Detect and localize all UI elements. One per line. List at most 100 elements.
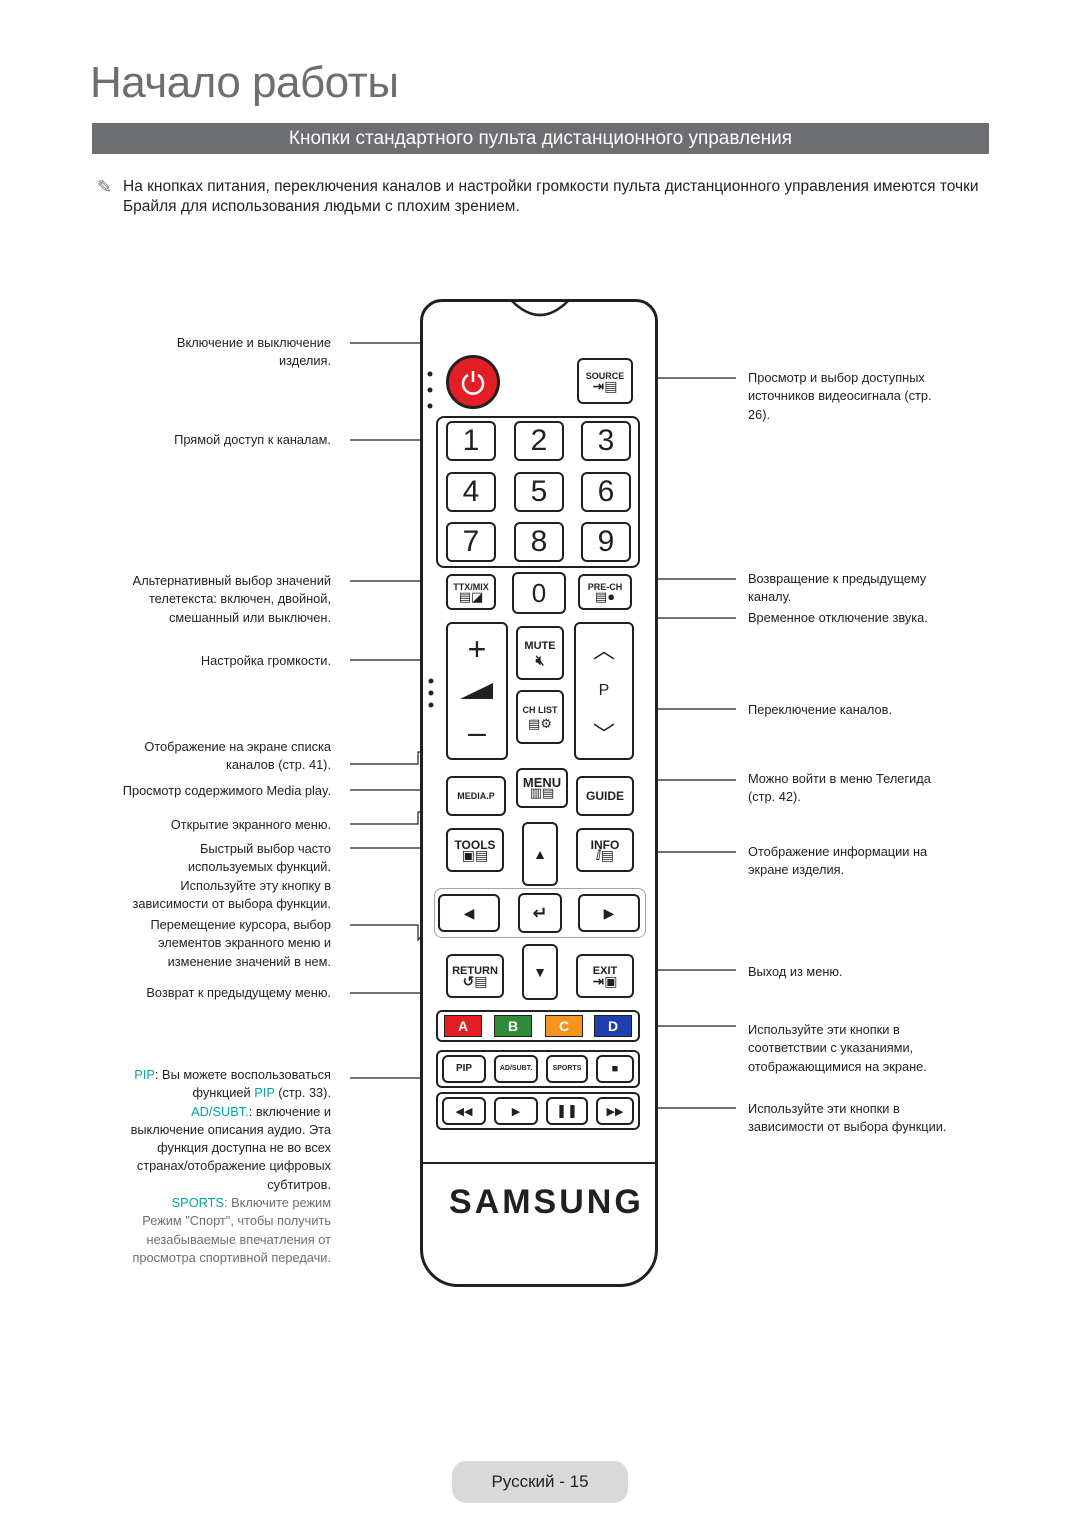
label-line: AD/SUBT.: включение и bbox=[81, 1103, 331, 1121]
label-line: Отображение на экране списка bbox=[144, 739, 331, 754]
label-line: Настройка громкости. bbox=[200, 653, 331, 668]
volume-level-icon bbox=[460, 683, 493, 699]
label-line: (стр. 42). bbox=[748, 789, 801, 805]
label-line: Переключение каналов. bbox=[748, 702, 893, 717]
digit-6-button[interactable]: 6 bbox=[581, 472, 631, 512]
label-line: Используйте эти кнопки в bbox=[748, 1022, 900, 1037]
left-arrow-icon: ◀ bbox=[463, 904, 475, 921]
ad-subt-button[interactable]: AD/SUBT. bbox=[494, 1055, 538, 1083]
pre-ch-button[interactable]: PRE-CH ▤● bbox=[578, 574, 632, 610]
label-line: изменение значений в нем. bbox=[167, 953, 331, 969]
stop-icon: ■ bbox=[611, 1063, 619, 1075]
digit-4-button[interactable]: 4 bbox=[446, 472, 496, 512]
stop-button[interactable]: ■ bbox=[596, 1055, 634, 1083]
digit-1-button[interactable]: 1 bbox=[446, 421, 496, 461]
mute-label: MUTE bbox=[524, 640, 556, 652]
channel-p-label: P bbox=[598, 681, 610, 699]
sports-button[interactable]: SPORTS bbox=[546, 1055, 588, 1083]
pip-term: PIP bbox=[254, 1085, 275, 1101]
rewind-icon: ◀◀ bbox=[455, 1105, 473, 1118]
power-icon bbox=[461, 371, 485, 395]
play-icon: ▶ bbox=[511, 1105, 521, 1118]
color-buttons-frame bbox=[436, 1010, 640, 1042]
source-button[interactable]: SOURCE ⇥▤ bbox=[577, 358, 633, 404]
ch-list-icon: ▤⚙ bbox=[528, 716, 552, 731]
label-line: странах/отображение цифровых bbox=[136, 1158, 331, 1174]
label-line: элементов экранного меню и bbox=[158, 935, 331, 951]
function-buttons-frame bbox=[436, 1050, 640, 1088]
digit-2-button[interactable]: 2 bbox=[514, 421, 564, 461]
label-line: смешанный или выключен. bbox=[169, 609, 331, 625]
enter-icon: ↵ bbox=[532, 902, 548, 923]
info-button[interactable]: INFO ⅈ▤ bbox=[576, 828, 634, 872]
digit-0-button[interactable]: 0 bbox=[512, 572, 566, 614]
label-line: Режим "Спорт", чтобы получить bbox=[142, 1213, 331, 1229]
fast-forward-button[interactable]: ▶▶ bbox=[596, 1097, 634, 1125]
ir-window bbox=[511, 300, 569, 317]
label-line: экране изделия. bbox=[748, 862, 845, 878]
label-line: PIP: Вы можете воспользоваться bbox=[81, 1066, 331, 1084]
label-line: зависимости от выбора функции. bbox=[748, 1119, 947, 1135]
digit-8-button[interactable]: 8 bbox=[514, 522, 564, 562]
menu-label: MENU bbox=[522, 775, 562, 790]
label-line: Можно войти в меню Телегида bbox=[748, 771, 931, 786]
play-button[interactable]: ▶ bbox=[494, 1097, 538, 1125]
label-numbers: Прямой доступ к каналам. bbox=[81, 431, 331, 449]
label-color: Используйте эти кнопки в соответствии с … bbox=[748, 1021, 1008, 1076]
pip-button[interactable]: PIP bbox=[442, 1055, 486, 1083]
label-line: незабываемые впечатления от bbox=[146, 1231, 331, 1247]
ttx-mix-button[interactable]: TTX/MIX ▤◪ bbox=[446, 574, 496, 610]
return-icon: ↺▤ bbox=[462, 973, 488, 989]
number-pad-frame bbox=[436, 416, 640, 568]
color-button-b[interactable]: B bbox=[494, 1015, 532, 1037]
channel-rocker[interactable]: ︿ P ﹀ bbox=[574, 622, 634, 760]
color-button-a[interactable]: A bbox=[444, 1015, 482, 1037]
label-line: Перемещение курсора, выбор bbox=[150, 917, 331, 932]
label-ttx: Альтернативный выбор значений телетекста… bbox=[81, 572, 331, 627]
guide-button[interactable]: GUIDE bbox=[576, 776, 634, 816]
label-text: : Включите режим bbox=[224, 1195, 331, 1211]
label-line: Выход из меню. bbox=[748, 964, 843, 979]
enter-button[interactable]: ↵ bbox=[518, 893, 562, 933]
color-button-c[interactable]: C bbox=[545, 1015, 583, 1037]
braille-dots-volume bbox=[428, 678, 434, 708]
menu-button[interactable]: MENU ▥▤ bbox=[516, 768, 568, 808]
label-line: SPORTS: Включите режим bbox=[81, 1194, 331, 1212]
volume-rocker[interactable]: + – bbox=[446, 622, 508, 760]
section-title: Кнопки стандартного пульта дистанционног… bbox=[288, 128, 793, 149]
color-button-d[interactable]: D bbox=[594, 1015, 632, 1037]
label-line: Отображение информации на bbox=[748, 844, 928, 859]
exit-button[interactable]: EXIT ⇥▣ bbox=[576, 954, 634, 998]
label-line: Открытие экранного меню. bbox=[170, 817, 331, 832]
tools-button[interactable]: TOOLS ▣▤ bbox=[446, 828, 504, 872]
digit-3-button[interactable]: 3 bbox=[581, 421, 631, 461]
channel-down-icon: ﹀ bbox=[592, 722, 615, 748]
down-arrow-button[interactable]: ▼ bbox=[522, 944, 558, 1000]
digit-7-button[interactable]: 7 bbox=[446, 522, 496, 562]
mute-button[interactable]: MUTE 🔇︎ bbox=[516, 626, 564, 680]
label-chlist: Отображение на экране списка каналов (ст… bbox=[81, 738, 331, 775]
power-button[interactable] bbox=[446, 355, 500, 409]
left-arrow-button[interactable]: ◀ bbox=[438, 894, 500, 932]
right-arrow-button[interactable]: ▶ bbox=[578, 894, 640, 932]
label-guide: Можно войти в меню Телегида (стр. 42). bbox=[748, 770, 1008, 807]
sports-term: SPORTS bbox=[171, 1195, 225, 1211]
label-line: Используйте эти кнопки в bbox=[748, 1101, 900, 1116]
pause-button[interactable]: ❚❚ bbox=[546, 1097, 588, 1125]
note-text: На кнопках питания, переключения каналов… bbox=[123, 178, 979, 215]
digit-5-button[interactable]: 5 bbox=[514, 472, 564, 512]
up-arrow-button[interactable]: ▲ bbox=[522, 822, 558, 886]
rewind-button[interactable]: ◀◀ bbox=[442, 1097, 486, 1125]
ch-list-button[interactable]: CH LIST ▤⚙ bbox=[516, 690, 564, 744]
label-mute: Временное отключение звука. bbox=[748, 609, 1008, 627]
label-line: каналу. bbox=[748, 589, 792, 605]
media-p-button[interactable]: MEDIA.P bbox=[446, 776, 506, 816]
label-line: соответствии с указаниями, bbox=[748, 1040, 914, 1056]
pencil-icon: ✎ bbox=[97, 177, 113, 197]
digit-9-button[interactable]: 9 bbox=[581, 522, 631, 562]
remote-bottom-divider bbox=[423, 1162, 655, 1164]
label-power: Включение и выключение изделия. bbox=[81, 334, 331, 371]
return-button[interactable]: RETURN ↺▤ bbox=[446, 954, 504, 998]
label-line: каналов (стр. 41). bbox=[225, 757, 331, 773]
label-line: функция доступна не во всех bbox=[157, 1140, 331, 1156]
